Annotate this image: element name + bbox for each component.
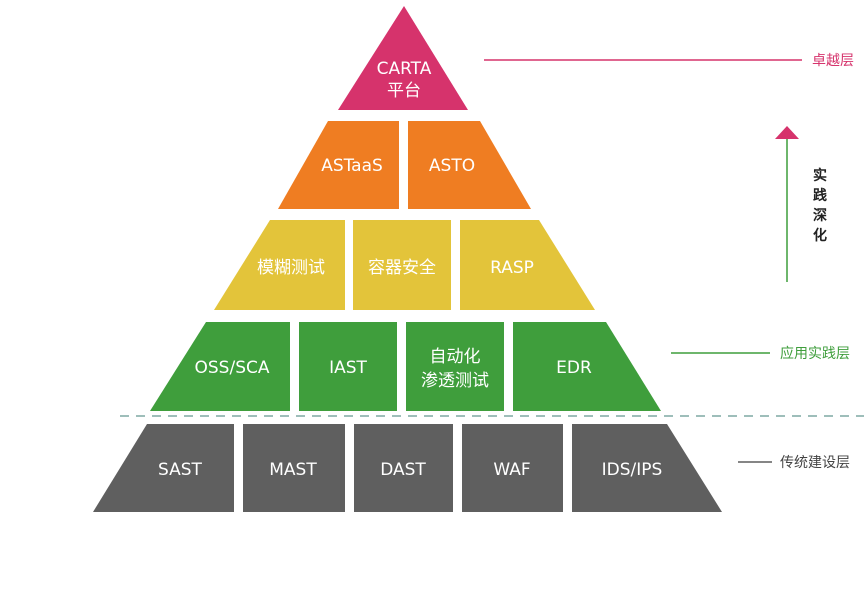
row1-segment-asto [408, 121, 531, 209]
row2-segment-container [353, 220, 451, 310]
row1-segment-astaas [278, 121, 399, 209]
row2-label-rasp: RASP [490, 258, 534, 278]
arrow-up-icon [775, 126, 799, 139]
arrow-text-char-2: 践 [813, 187, 827, 204]
row2-segment-rasp [460, 220, 595, 310]
top-layer-label: 卓越层 [812, 53, 854, 69]
top-segment-line1: CARTA [377, 59, 432, 79]
arrow-text-char-3: 深 [813, 207, 827, 224]
row4-label-ids-ips: IDS/IPS [602, 460, 663, 480]
row4-segment-waf [462, 424, 563, 512]
row3-segment-oss-sca [150, 322, 290, 411]
row2-label-fuzzing: 模糊测试 [257, 258, 325, 278]
row3-label-oss-sca: OSS/SCA [195, 358, 270, 378]
row2-segment-fuzzing [214, 220, 345, 310]
row4-label-dast: DAST [380, 460, 426, 480]
arrow-text-char-4: 化 [813, 227, 827, 244]
row3-label-auto-line1: 自动化 [430, 347, 481, 367]
middle-layer-label: 应用实践层 [780, 345, 850, 362]
row3-label-auto-line2: 渗透测试 [421, 371, 489, 391]
bottom-layer-label: 传统建设层 [780, 455, 850, 471]
row1-label-asto: ASTO [429, 156, 475, 176]
row3-segment-auto-pentest [406, 322, 504, 411]
row4-label-mast: MAST [269, 460, 317, 480]
row4-label-waf: WAF [493, 460, 530, 480]
row3-label-iast: IAST [329, 358, 367, 378]
row4-segment-dast [354, 424, 453, 512]
row4-label-sast: SAST [158, 460, 203, 480]
row2-label-container: 容器安全 [368, 258, 436, 278]
row3-segment-iast [299, 322, 397, 411]
pyramid-top-segment [338, 6, 468, 110]
top-segment-line2: 平台 [387, 81, 421, 101]
row3-label-edr: EDR [556, 358, 592, 378]
arrow-text-char-1: 实 [813, 167, 827, 184]
row3-segment-edr [513, 322, 661, 411]
row4-segment-mast [243, 424, 345, 512]
row4-segment-sast [93, 424, 234, 512]
row1-label-astaas: ASTaaS [321, 156, 383, 176]
row4-segment-ids-ips [572, 424, 722, 512]
